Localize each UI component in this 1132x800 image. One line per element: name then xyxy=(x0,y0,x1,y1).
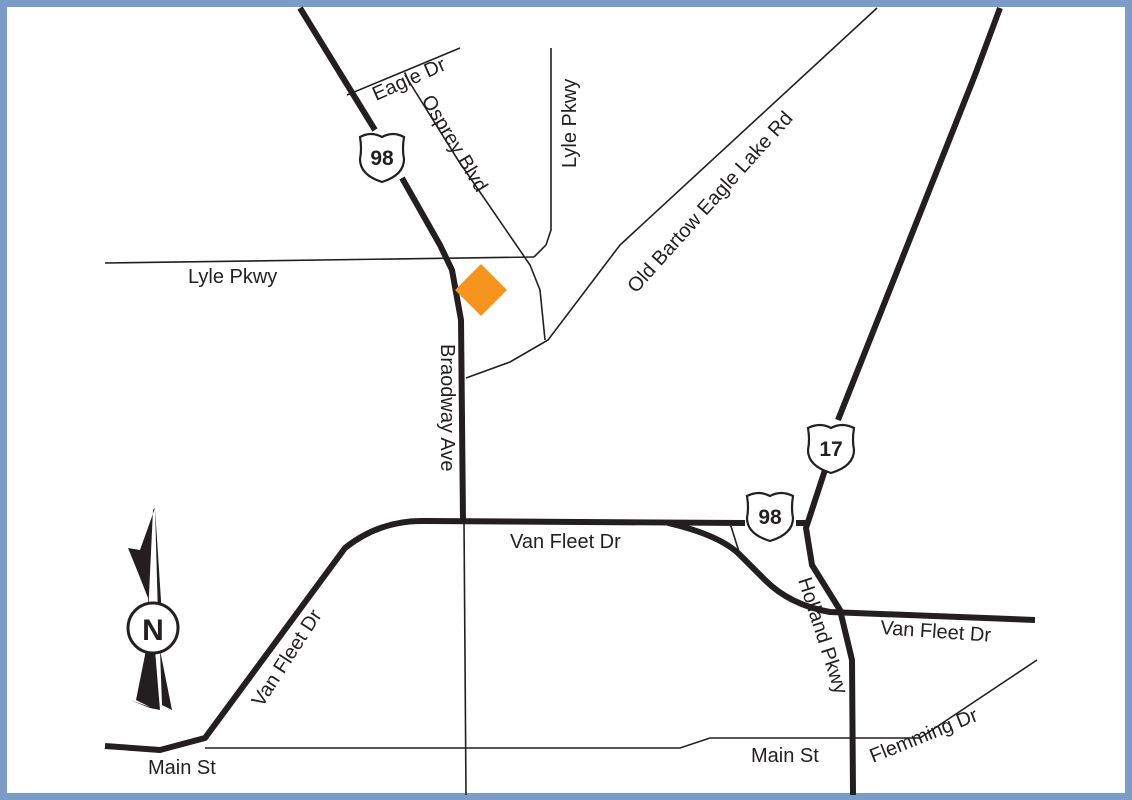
main-st-west-label: Main St xyxy=(148,757,216,779)
holland-pkwy-label: Holland Pkwy xyxy=(793,575,851,697)
us98-north-road xyxy=(297,6,466,522)
van-fleet-dr-center-label: Van Fleet Dr xyxy=(510,531,621,553)
us17-shield-icon: 17 xyxy=(806,423,856,475)
osprey-blvd-label: Osprey Blvd xyxy=(417,91,492,196)
major-roads xyxy=(104,6,1036,796)
van-fleet-dr-road xyxy=(104,517,808,753)
us98-center-shield-icon: 98 xyxy=(745,491,795,543)
old-bartow-eagle-lake-rd-label: Old Bartow Eagle Lake Rd xyxy=(623,107,797,297)
compass-north-letter: N xyxy=(142,614,164,647)
north-arrow-icon: N xyxy=(126,508,180,710)
us98-center-shield-number: 98 xyxy=(758,506,782,529)
eagle-dr-road xyxy=(346,47,461,96)
us17-shield-number: 17 xyxy=(819,438,842,461)
lyle-pkwy-vertical-road xyxy=(533,48,552,258)
main-st-east-label: Main St xyxy=(751,745,819,767)
van-fleet-dr-east-label: Van Fleet Dr xyxy=(880,617,992,647)
us98-north-shield-number: 98 xyxy=(370,147,394,170)
us17-road xyxy=(803,6,1003,796)
broadway-ave-label: Braodway Ave xyxy=(436,344,458,472)
broadway-ave-south-road xyxy=(463,520,467,796)
lyle-pkwy-vertical-label: Lyle Pkwy xyxy=(559,79,581,168)
lyle-pkwy-label: Lyle Pkwy xyxy=(188,266,277,288)
van-fleet-dr-diagonal-label: Van Fleet Dr xyxy=(248,606,327,711)
location-marker-icon[interactable] xyxy=(455,264,507,316)
flemming-dr-label: Flemming Dr xyxy=(867,704,982,767)
us98-north-shield-icon: 98 xyxy=(358,132,406,184)
old-bartow-eagle-lake-rd-road xyxy=(465,7,878,379)
lyle-pkwy-road xyxy=(104,256,535,264)
minor-roads xyxy=(104,7,1038,796)
main-st-road xyxy=(205,659,1038,749)
van-fleet-ramp-road xyxy=(667,520,1036,623)
osprey-blvd-road xyxy=(404,74,546,341)
